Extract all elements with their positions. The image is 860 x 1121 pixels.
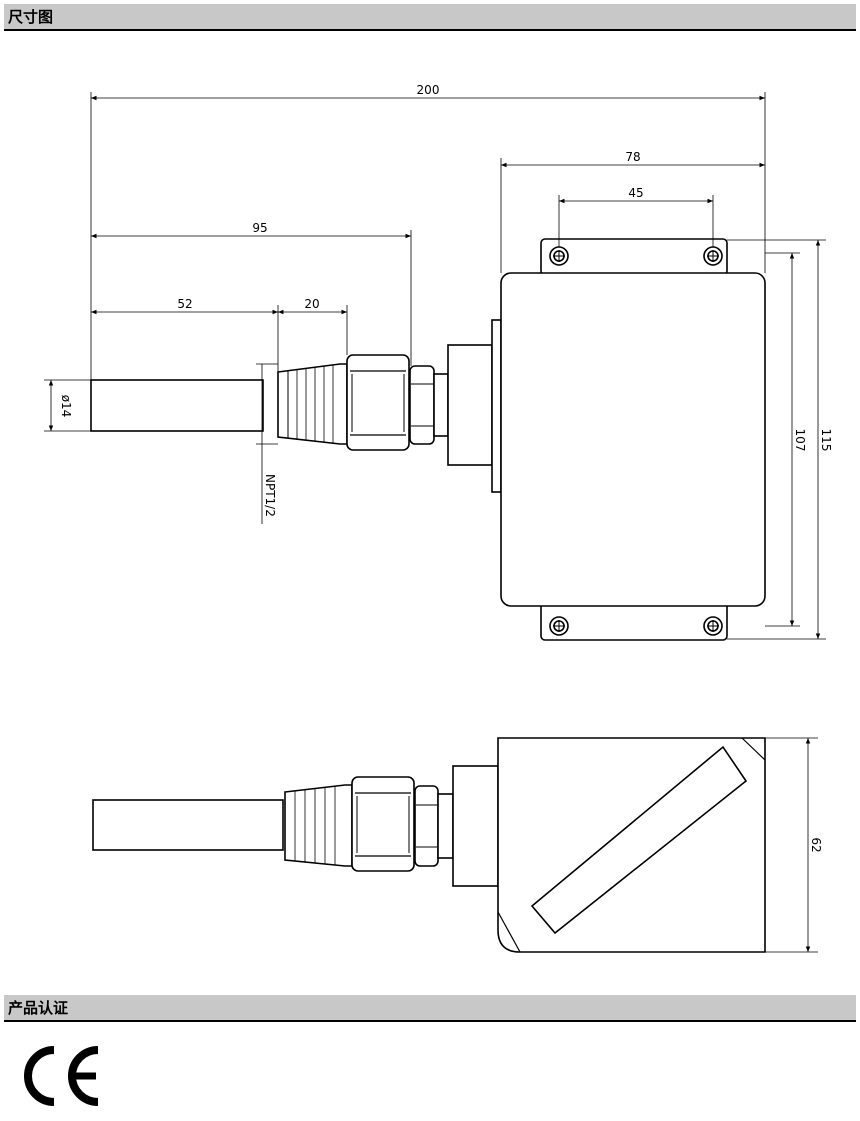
section-title-certification: 产品认证 <box>8 999 69 1017</box>
dim-overall-length: 200 <box>417 83 440 97</box>
top-tab <box>540 238 728 276</box>
dim-thread-length: 20 <box>304 297 319 311</box>
dim-probe-length: 52 <box>177 297 192 311</box>
probe-side <box>92 799 284 851</box>
side-dimension-lines <box>765 737 818 953</box>
front-view <box>90 238 766 641</box>
collar-side <box>437 793 454 859</box>
boss-front <box>447 344 493 466</box>
boss-side <box>452 765 499 887</box>
dim-outer-height: 115 <box>819 429 833 452</box>
display-window-side <box>530 745 748 935</box>
collar-front <box>433 373 449 437</box>
section-header-dimensions: 尺寸图 <box>4 4 856 31</box>
section-title-dimensions: 尺寸图 <box>8 8 54 26</box>
bottom-tab <box>540 602 728 641</box>
dim-hole-spacing: 45 <box>628 186 643 200</box>
dim-thread-spec: NPT1/2 <box>263 474 277 517</box>
dim-housing-width: 78 <box>625 150 640 164</box>
hex-nut-front <box>346 354 410 451</box>
dimension-lines <box>44 92 826 640</box>
mount-hole-icon <box>549 616 569 636</box>
dim-probe-diameter: ø14 <box>59 395 73 418</box>
mount-hole-icon <box>703 616 723 636</box>
flange-front <box>491 319 502 493</box>
side-view <box>92 737 766 953</box>
housing-front <box>500 272 766 607</box>
hex-nut-side <box>351 776 415 872</box>
section-header-certification: 产品认证 <box>4 995 856 1022</box>
small-nut-side <box>414 785 439 867</box>
dim-inner-height: 107 <box>793 429 807 452</box>
dim-depth: 62 <box>809 837 823 852</box>
probe-front <box>90 379 264 432</box>
ce-mark-icon <box>24 1046 99 1106</box>
small-nut-front <box>409 365 435 445</box>
dim-to-nut: 95 <box>252 221 267 235</box>
